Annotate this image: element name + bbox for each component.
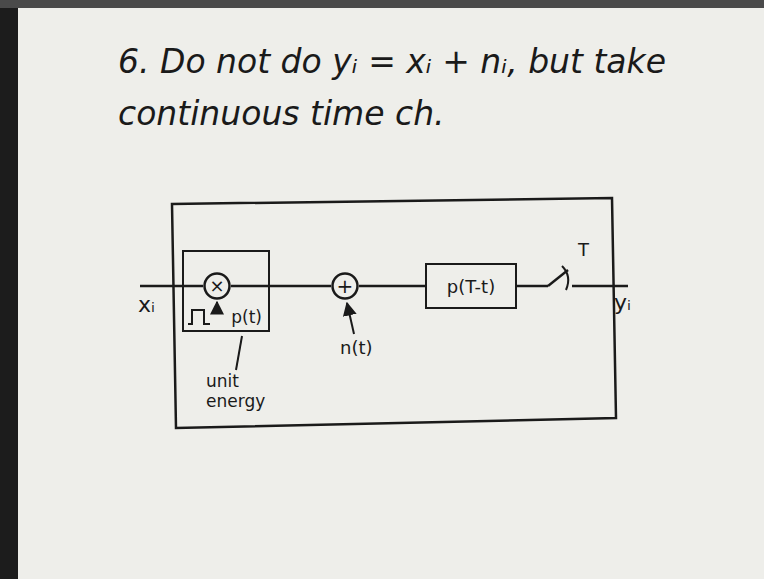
signal-label: unit energy <box>206 372 278 411</box>
label-text: xᵢ <box>138 292 155 317</box>
signal-wire <box>231 285 331 288</box>
input-wire <box>140 285 203 288</box>
pulse-arrow <box>216 302 218 312</box>
board-edge <box>0 0 18 579</box>
label-text: n(t) <box>340 337 373 358</box>
node-text: p(T-t) <box>447 276 495 297</box>
node-text: p(t) <box>231 307 262 327</box>
board-edge <box>0 0 764 8</box>
modulator-box: p(t) × <box>182 250 270 332</box>
signal-label: xᵢ <box>138 292 178 317</box>
signal-label: T <box>578 240 602 261</box>
sampler-arc <box>562 266 568 290</box>
signal-label: yᵢ <box>614 290 654 315</box>
adder-circle: + <box>331 272 359 300</box>
channel-outline <box>172 198 616 428</box>
pulse-sketch <box>188 310 210 324</box>
heading: 6. Do not do yᵢ = xᵢ + nᵢ, but take cont… <box>118 36 718 140</box>
node-text: × <box>209 277 224 295</box>
multiplier-circle: × <box>203 272 231 300</box>
label-text: T <box>578 239 589 260</box>
matched-filter-box: p(T-t) <box>425 263 517 309</box>
output-wire <box>517 285 548 288</box>
signal-wire <box>359 285 425 288</box>
sampler-switch <box>548 270 568 286</box>
leader-line <box>236 336 242 370</box>
output-wire <box>572 285 628 288</box>
signal-label: n(t) <box>340 338 400 359</box>
heading-text: 6. Do not do yᵢ = xᵢ + nᵢ, but take cont… <box>118 42 666 133</box>
label-text: yᵢ <box>614 290 631 315</box>
node-text: + <box>337 276 354 296</box>
label-text: unit energy <box>206 371 265 411</box>
noise-arrow <box>347 303 354 334</box>
